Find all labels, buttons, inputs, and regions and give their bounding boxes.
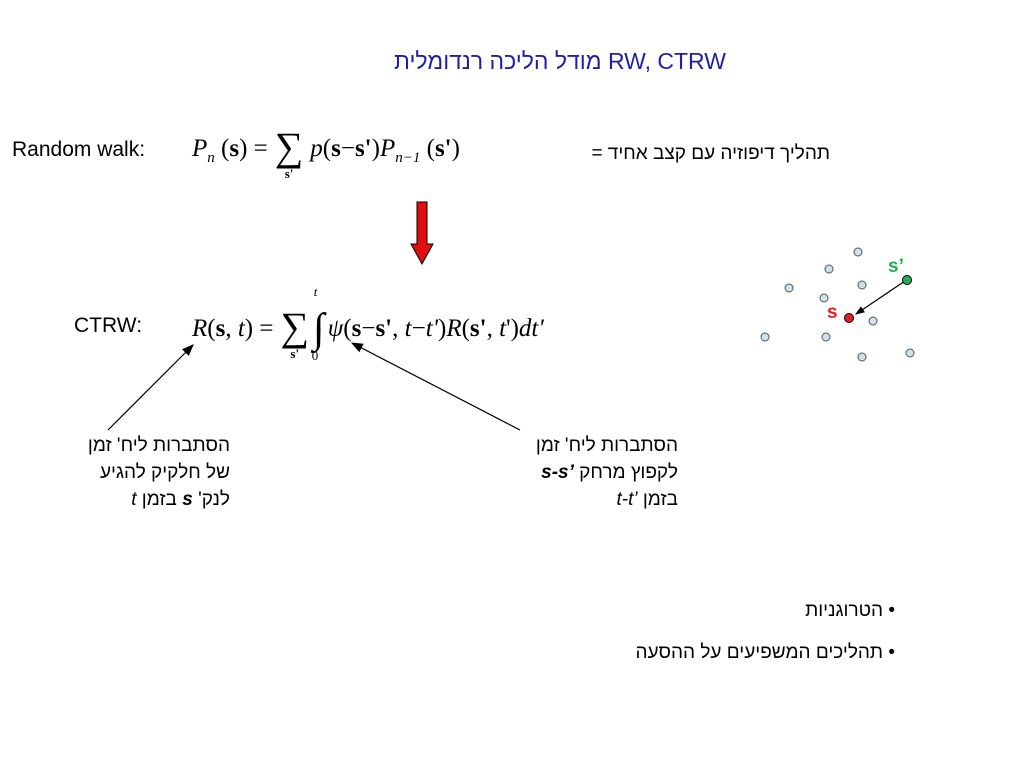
eq-equals-ctrw: = <box>259 315 274 342</box>
jump-arrow <box>855 280 906 315</box>
left-annotation-line2: של חלקיק להגיע <box>100 462 230 483</box>
diffusion-note: תהליך דיפוזיה עם קצב אחיד = <box>591 143 830 164</box>
eq-symbol-p: p <box>310 135 323 162</box>
eq-minus: − <box>340 135 355 162</box>
eq-dt: dt' <box>518 315 544 342</box>
eq-bold-s: s <box>229 135 240 162</box>
site-dot <box>760 332 770 342</box>
integral-symbol: t∫0 <box>311 284 325 363</box>
site-dot <box>868 316 878 326</box>
left-annotation: הסתברות ליח' זמן של חלקיק להגיע לנק' s ב… <box>30 432 230 513</box>
site-s-label: s <box>827 302 838 323</box>
eq-s-prime: s' <box>354 135 372 162</box>
site-dots <box>760 247 915 362</box>
eq-s-prime-ctrw: s' <box>375 315 393 342</box>
eq-symbol-P: P <box>192 135 208 162</box>
site-diagram <box>760 247 915 362</box>
ctrw-label: CTRW: <box>74 314 143 337</box>
integral-lower-limit: 0 <box>311 348 319 363</box>
sum-symbol-ctrw: ∑s' <box>280 304 309 362</box>
right-annotation-line3: בזמן t-t’ <box>616 489 678 510</box>
slide-title: מודל הליכה רנדומלית RW, CTRW <box>394 48 726 74</box>
site-s-prime-label: s’ <box>888 256 904 277</box>
right-annotation-ss: s-s’ <box>541 462 574 483</box>
right-annotation-line1: הסתברות ליח' זמן <box>535 435 678 456</box>
eq-symbol-R: R <box>192 315 208 342</box>
right-annotation-arrow <box>350 342 521 431</box>
site-dot <box>784 283 794 293</box>
left-annotation-s: s <box>182 489 193 510</box>
left-annotation-line1: הסתברות ליח' זמן <box>87 435 230 456</box>
site-dot <box>821 332 831 342</box>
bullet-list: • הטרוגניות • תהליכים המשפיעים על ההסעה <box>540 600 895 684</box>
random-walk-equation: Pn (s) = ∑s' p(s−s')Pn−1 (s') <box>192 124 460 182</box>
left-annotation-arrow <box>107 344 194 431</box>
right-annotation: הסתברות ליח' זמן לקפוץ מרחק s-s’ בזמן t-… <box>478 432 678 513</box>
site-s-dot <box>844 313 854 323</box>
sum-symbol: ∑s' <box>274 124 304 182</box>
eq-bold-s-ctrw: s <box>215 315 226 342</box>
eq-minus-ctrw: − <box>361 315 376 342</box>
eq-symbol-t: t <box>237 315 245 342</box>
left-annotation-line3: לנק' s בזמן t <box>131 489 230 510</box>
bullet-item: • תהליכים המשפיעים על ההסעה <box>635 642 895 663</box>
site-s-prime-dot <box>902 275 912 285</box>
site-dot <box>824 264 834 274</box>
eq-t-prime: t' <box>425 315 438 342</box>
site-dot <box>853 247 863 257</box>
sum-under-label: s' <box>284 166 294 181</box>
site-dot <box>857 280 867 290</box>
sum-under-label-ctrw: s' <box>290 346 300 361</box>
eq-symbol-psi: ψ <box>327 315 344 342</box>
site-dot <box>819 293 829 303</box>
down-arrow-icon <box>410 201 434 266</box>
right-annotation-tt: t-t’ <box>616 489 638 510</box>
site-dot <box>905 348 915 358</box>
site-dot <box>857 352 867 362</box>
random-walk-label: Random walk: <box>12 138 146 161</box>
left-annotation-t: t <box>131 489 137 510</box>
eq-equals: = <box>253 135 268 162</box>
eq-sub-n: n <box>207 150 215 166</box>
bullet-item: • הטרוגניות <box>805 600 895 621</box>
right-annotation-line2: לקפוץ מרחק s-s’ <box>541 462 678 483</box>
eq-sub-n-minus-1: n−1 <box>395 150 421 166</box>
integral-upper-limit: t <box>313 284 318 299</box>
